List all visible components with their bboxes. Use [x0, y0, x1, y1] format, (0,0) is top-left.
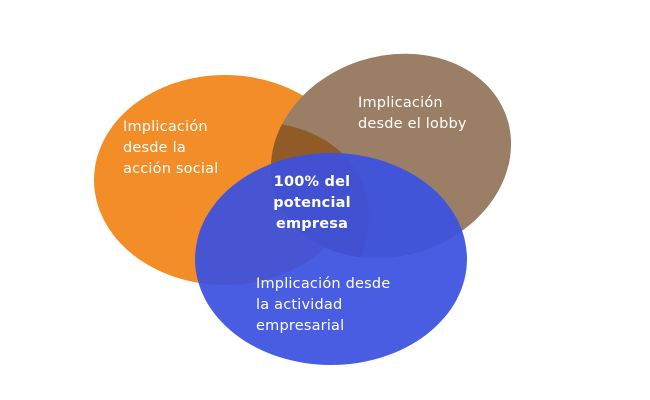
label-line: Implicación — [123, 119, 208, 135]
label-line: Implicación — [358, 95, 443, 111]
label-line: potencial — [273, 195, 351, 211]
circle-empresarial — [195, 153, 467, 365]
label-line: acción social — [123, 161, 219, 177]
label-line: la actividad — [256, 297, 343, 313]
label-line: 100% del — [273, 174, 351, 190]
label-empresarial: Implicación desde la actividad empresari… — [256, 274, 390, 337]
label-line: desde el lobby — [358, 116, 467, 132]
label-social: Implicación desde la acción social — [123, 117, 218, 180]
label-center: 100% del potencial empresa — [262, 172, 362, 235]
label-line: empresa — [275, 216, 349, 232]
label-line: Implicación desde — [256, 276, 391, 292]
label-line: empresarial — [256, 318, 345, 334]
label-line: desde la — [123, 140, 186, 156]
label-lobby: Implicación desde el lobby — [358, 93, 467, 135]
